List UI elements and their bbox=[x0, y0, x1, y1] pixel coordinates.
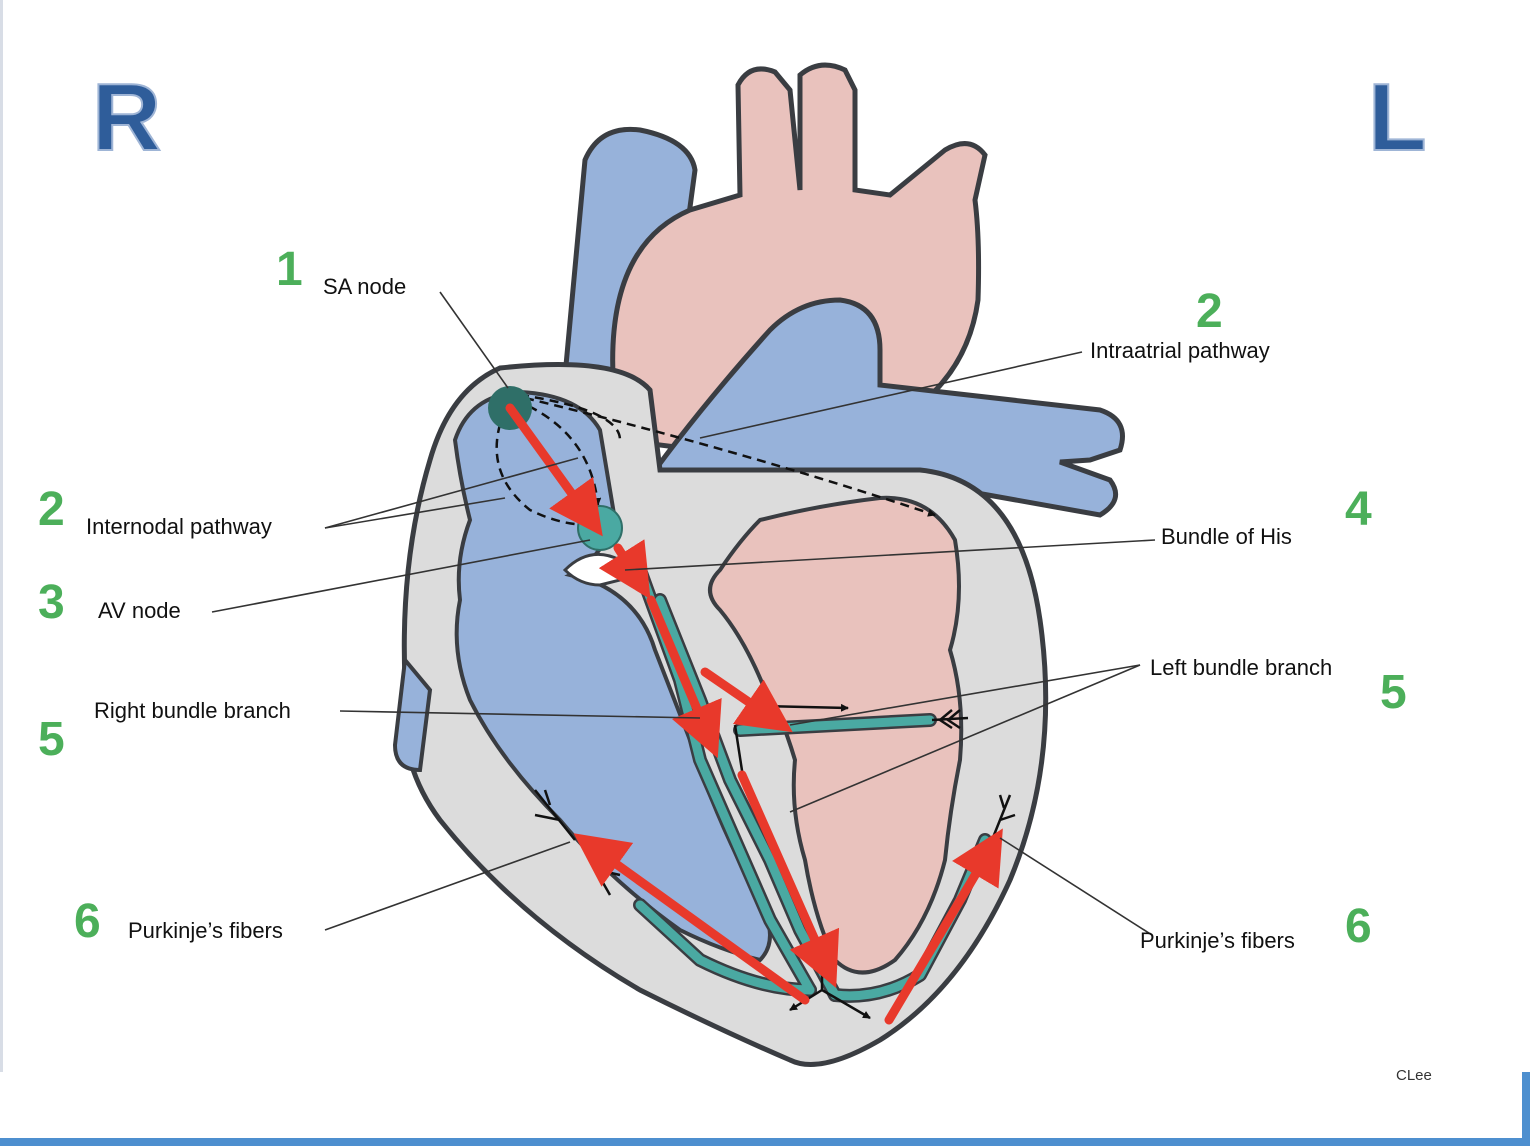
left-side-label: L bbox=[1368, 64, 1427, 171]
label-internodal-pathway: Internodal pathway bbox=[86, 514, 272, 539]
label-right-bundle-branch: Right bundle branch bbox=[94, 698, 291, 723]
label-bundle-of-his: Bundle of His bbox=[1161, 524, 1292, 549]
label-purkinje-right: Purkinje’s fibers bbox=[1140, 928, 1295, 953]
step-number-sa-node: 1 bbox=[276, 243, 303, 296]
step-number-intraatrial: 2 bbox=[1196, 285, 1223, 338]
step-number-purkinje-right: 6 bbox=[1345, 900, 1372, 953]
label-av-node: AV node bbox=[98, 598, 181, 623]
left-chambers bbox=[708, 495, 964, 975]
step-number-internodal: 2 bbox=[38, 483, 65, 536]
left-frame-edge bbox=[0, 0, 3, 1146]
step-number-av-node: 3 bbox=[38, 576, 65, 629]
intraatrial-dashed-path bbox=[524, 396, 936, 517]
bottom-frame-edge bbox=[0, 1138, 1530, 1146]
label-sa-node: SA node bbox=[323, 274, 406, 299]
step-number-purkinje-left: 6 bbox=[74, 895, 101, 948]
label-left-bundle-branch: Left bundle branch bbox=[1150, 655, 1332, 680]
right-frame-edge bbox=[1522, 1072, 1530, 1138]
step-number-bundle-of-his: 4 bbox=[1345, 483, 1372, 536]
step-number-left-bundle: 5 bbox=[1380, 666, 1407, 719]
right-side-label: R bbox=[92, 64, 161, 171]
leader-lines bbox=[211, 291, 1156, 936]
step-number-right-bundle: 5 bbox=[38, 713, 65, 766]
footer-band bbox=[0, 1072, 1530, 1138]
aorta bbox=[610, 62, 988, 463]
label-intraatrial-pathway: Intraatrial pathway bbox=[1090, 338, 1270, 363]
impulse-arrows bbox=[505, 403, 1003, 1025]
label-purkinje-left: Purkinje’s fibers bbox=[128, 918, 283, 943]
credit-text: CLee bbox=[1396, 1067, 1432, 1084]
inferior-vena-cava bbox=[392, 655, 433, 773]
